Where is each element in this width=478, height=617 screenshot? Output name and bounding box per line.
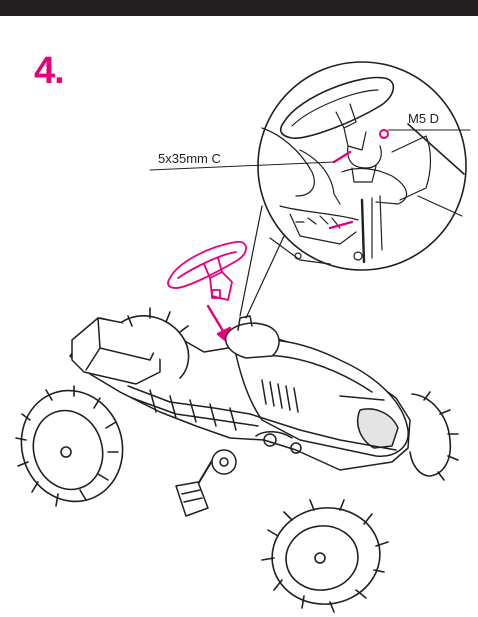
tractor-body	[69, 315, 411, 517]
magnifier-leader-left	[239, 205, 263, 317]
detail-dashboard	[261, 123, 465, 264]
detail-screw-and-nut	[328, 129, 389, 230]
detail-steering-wheel	[279, 76, 395, 183]
detail-frame	[269, 205, 363, 265]
magnifier-leader-right	[245, 235, 285, 319]
steering-wheel-part	[167, 240, 247, 301]
front-left-wheel	[409, 391, 459, 481]
step-number: 4.	[34, 50, 65, 92]
rear-left-wheel	[15, 385, 124, 507]
nut-callout-label: M5 D	[408, 111, 440, 126]
screw-callout-label: 5x35mm C	[158, 151, 221, 166]
rear-right-wheel	[121, 307, 190, 379]
front-right-wheel	[261, 499, 389, 613]
screw-leader-line	[149, 161, 335, 171]
header-bar	[0, 0, 478, 16]
